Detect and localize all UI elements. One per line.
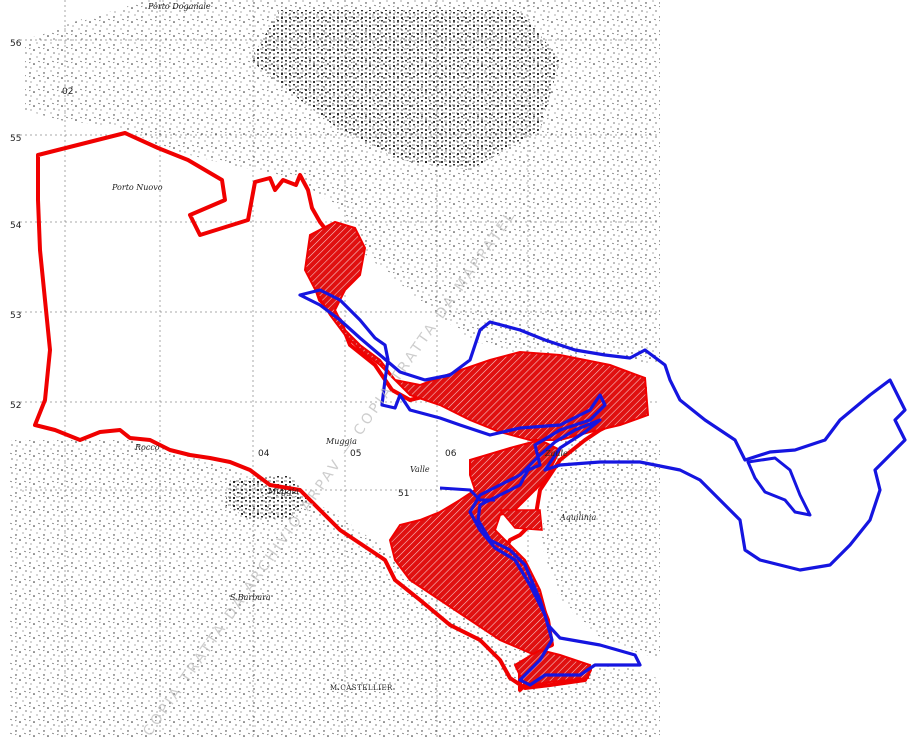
label-porto-nuovo: Porto Nuovo	[111, 183, 163, 192]
label-porto-doganale: Porto Doganale	[147, 2, 211, 11]
grid-lines	[20, 0, 660, 737]
northing-51: 51	[398, 489, 409, 499]
label-muggia-bay: Muggia	[325, 437, 357, 446]
city-core	[250, 10, 560, 170]
red-zone-pocket	[498, 509, 543, 531]
blue-inner-line	[439, 486, 495, 502]
blue-boundary-outline	[298, 288, 907, 687]
label-muggia: Muggia	[267, 487, 299, 496]
place-labels: Porto Doganale Porto Nuovo Muggia Valle …	[111, 2, 596, 692]
label-santa-barbara: S.Barbara	[230, 593, 271, 602]
easting-04: 04	[258, 449, 270, 459]
terrain-layer	[10, 0, 660, 737]
label-rocco: Rocco	[134, 443, 160, 452]
northing-56: 56	[10, 39, 22, 49]
blue-island	[746, 456, 812, 517]
northing-54: 54	[10, 221, 22, 231]
northing-52: 52	[10, 401, 21, 411]
easting-06: 06	[445, 449, 457, 459]
northing-55: 55	[10, 134, 21, 144]
red-zone-north	[303, 220, 650, 441]
easting-02: 02	[62, 87, 73, 97]
land-south	[10, 440, 660, 737]
land-east	[540, 440, 660, 660]
label-monte: M.CASTELLIER	[330, 684, 393, 692]
grid-labels: 56 55 54 53 52 02 04 05 06 51	[10, 39, 457, 499]
easting-05: 05	[350, 449, 361, 459]
red-hatched-zones	[303, 220, 650, 688]
label-zaule: Zaule	[544, 449, 568, 458]
northing-53: 53	[10, 311, 21, 321]
label-valle: Valle	[410, 465, 430, 474]
label-aquilinia: Aquilinia	[559, 513, 596, 522]
